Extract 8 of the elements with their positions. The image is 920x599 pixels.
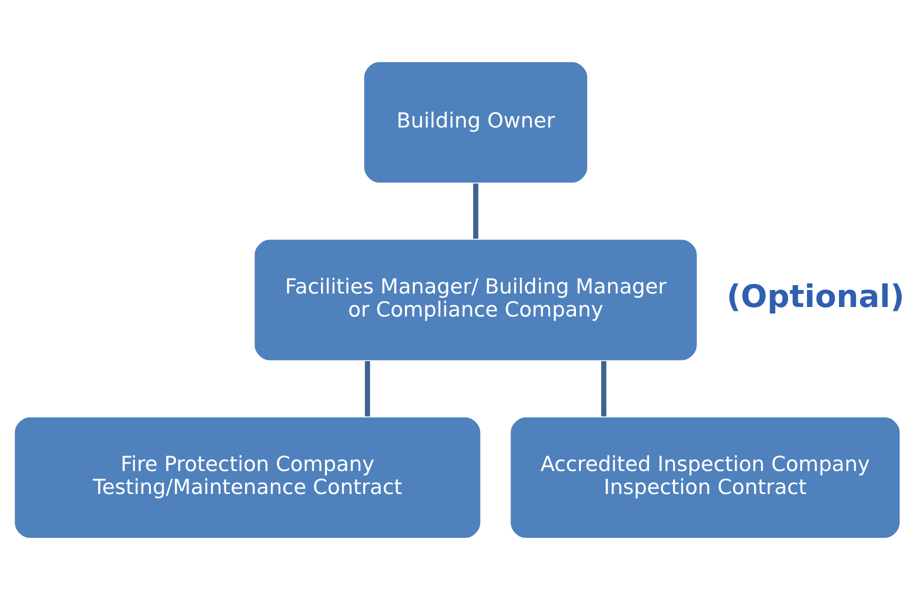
node-box: Building Owner <box>362 60 588 184</box>
connector <box>600 360 606 416</box>
node-box: Facilities Manager/ Building Manager or Compliance Company <box>252 238 698 362</box>
connector <box>364 360 370 416</box>
connector <box>472 183 478 238</box>
node-box: Accredited Inspection Company Inspection Contract <box>508 416 900 539</box>
node-box: Fire Protection Company Testing/Maintenance Contract <box>13 416 482 539</box>
node-label: (Optional) <box>726 278 904 314</box>
